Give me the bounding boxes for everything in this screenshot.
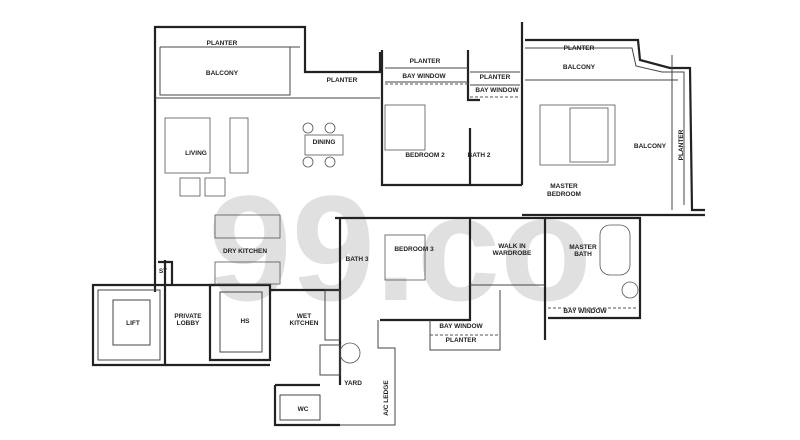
walls [91,22,705,427]
label-balcony: BALCONY [563,64,596,71]
label-wet-kitchen: WET [297,313,311,320]
label-living: LIVING [185,150,207,157]
label-wet-kitchen: KITCHEN [290,320,319,327]
label-planter: PLANTER [410,58,441,65]
label-master-bedroom: BEDROOM [547,191,581,198]
label-bay-window: BAY WINDOW [402,73,446,80]
watermark-logo: 99.co [208,164,592,332]
label-bath-2: BATH 2 [468,152,491,159]
label-private-lobby: PRIVATE [174,313,202,320]
label-bedroom-3: BEDROOM 3 [394,246,434,253]
label-private-lobby: LOBBY [177,320,200,327]
label-balcony: BALCONY [634,143,667,150]
label-planter: PLANTER [678,129,685,160]
label-planter: PLANTER [327,77,358,84]
label-bedroom-2: BEDROOM 2 [405,152,445,159]
room-labels: PLANTER BALCONY PLANTER PLANTER BAY WIND… [126,40,685,416]
furniture [164,104,639,364]
label-bay-window: BAY WINDOW [475,87,519,94]
label-wc: WC [298,406,309,413]
label-balcony: BALCONY [206,70,239,77]
label-master-bedroom: MASTER [550,183,578,190]
label-bath-3: BATH 3 [346,256,369,263]
label-hs: HS [240,318,250,325]
label-store: ST [159,268,167,275]
label-planter: PLANTER [207,40,238,47]
label-planter: PLANTER [564,45,595,52]
label-dry-kitchen: DRY KITCHEN [223,248,267,255]
label-planter: PLANTER [446,337,477,344]
label-walk-in-wardrobe: WARDROBE [493,250,532,257]
label-master-bath: BATH [574,251,592,258]
label-yard: YARD [344,380,362,387]
label-dining: DINING [313,139,336,146]
label-walk-in-wardrobe: WALK IN [498,243,526,250]
label-bay-window: BAY WINDOW [563,308,607,315]
label-lift: LIFT [126,320,140,327]
label-planter: PLANTER [480,74,511,81]
label-master-bath: MASTER [569,244,597,251]
label-bay-window: BAY WINDOW [439,323,483,330]
label-ac-ledge: A/C LEDGE [383,380,390,416]
